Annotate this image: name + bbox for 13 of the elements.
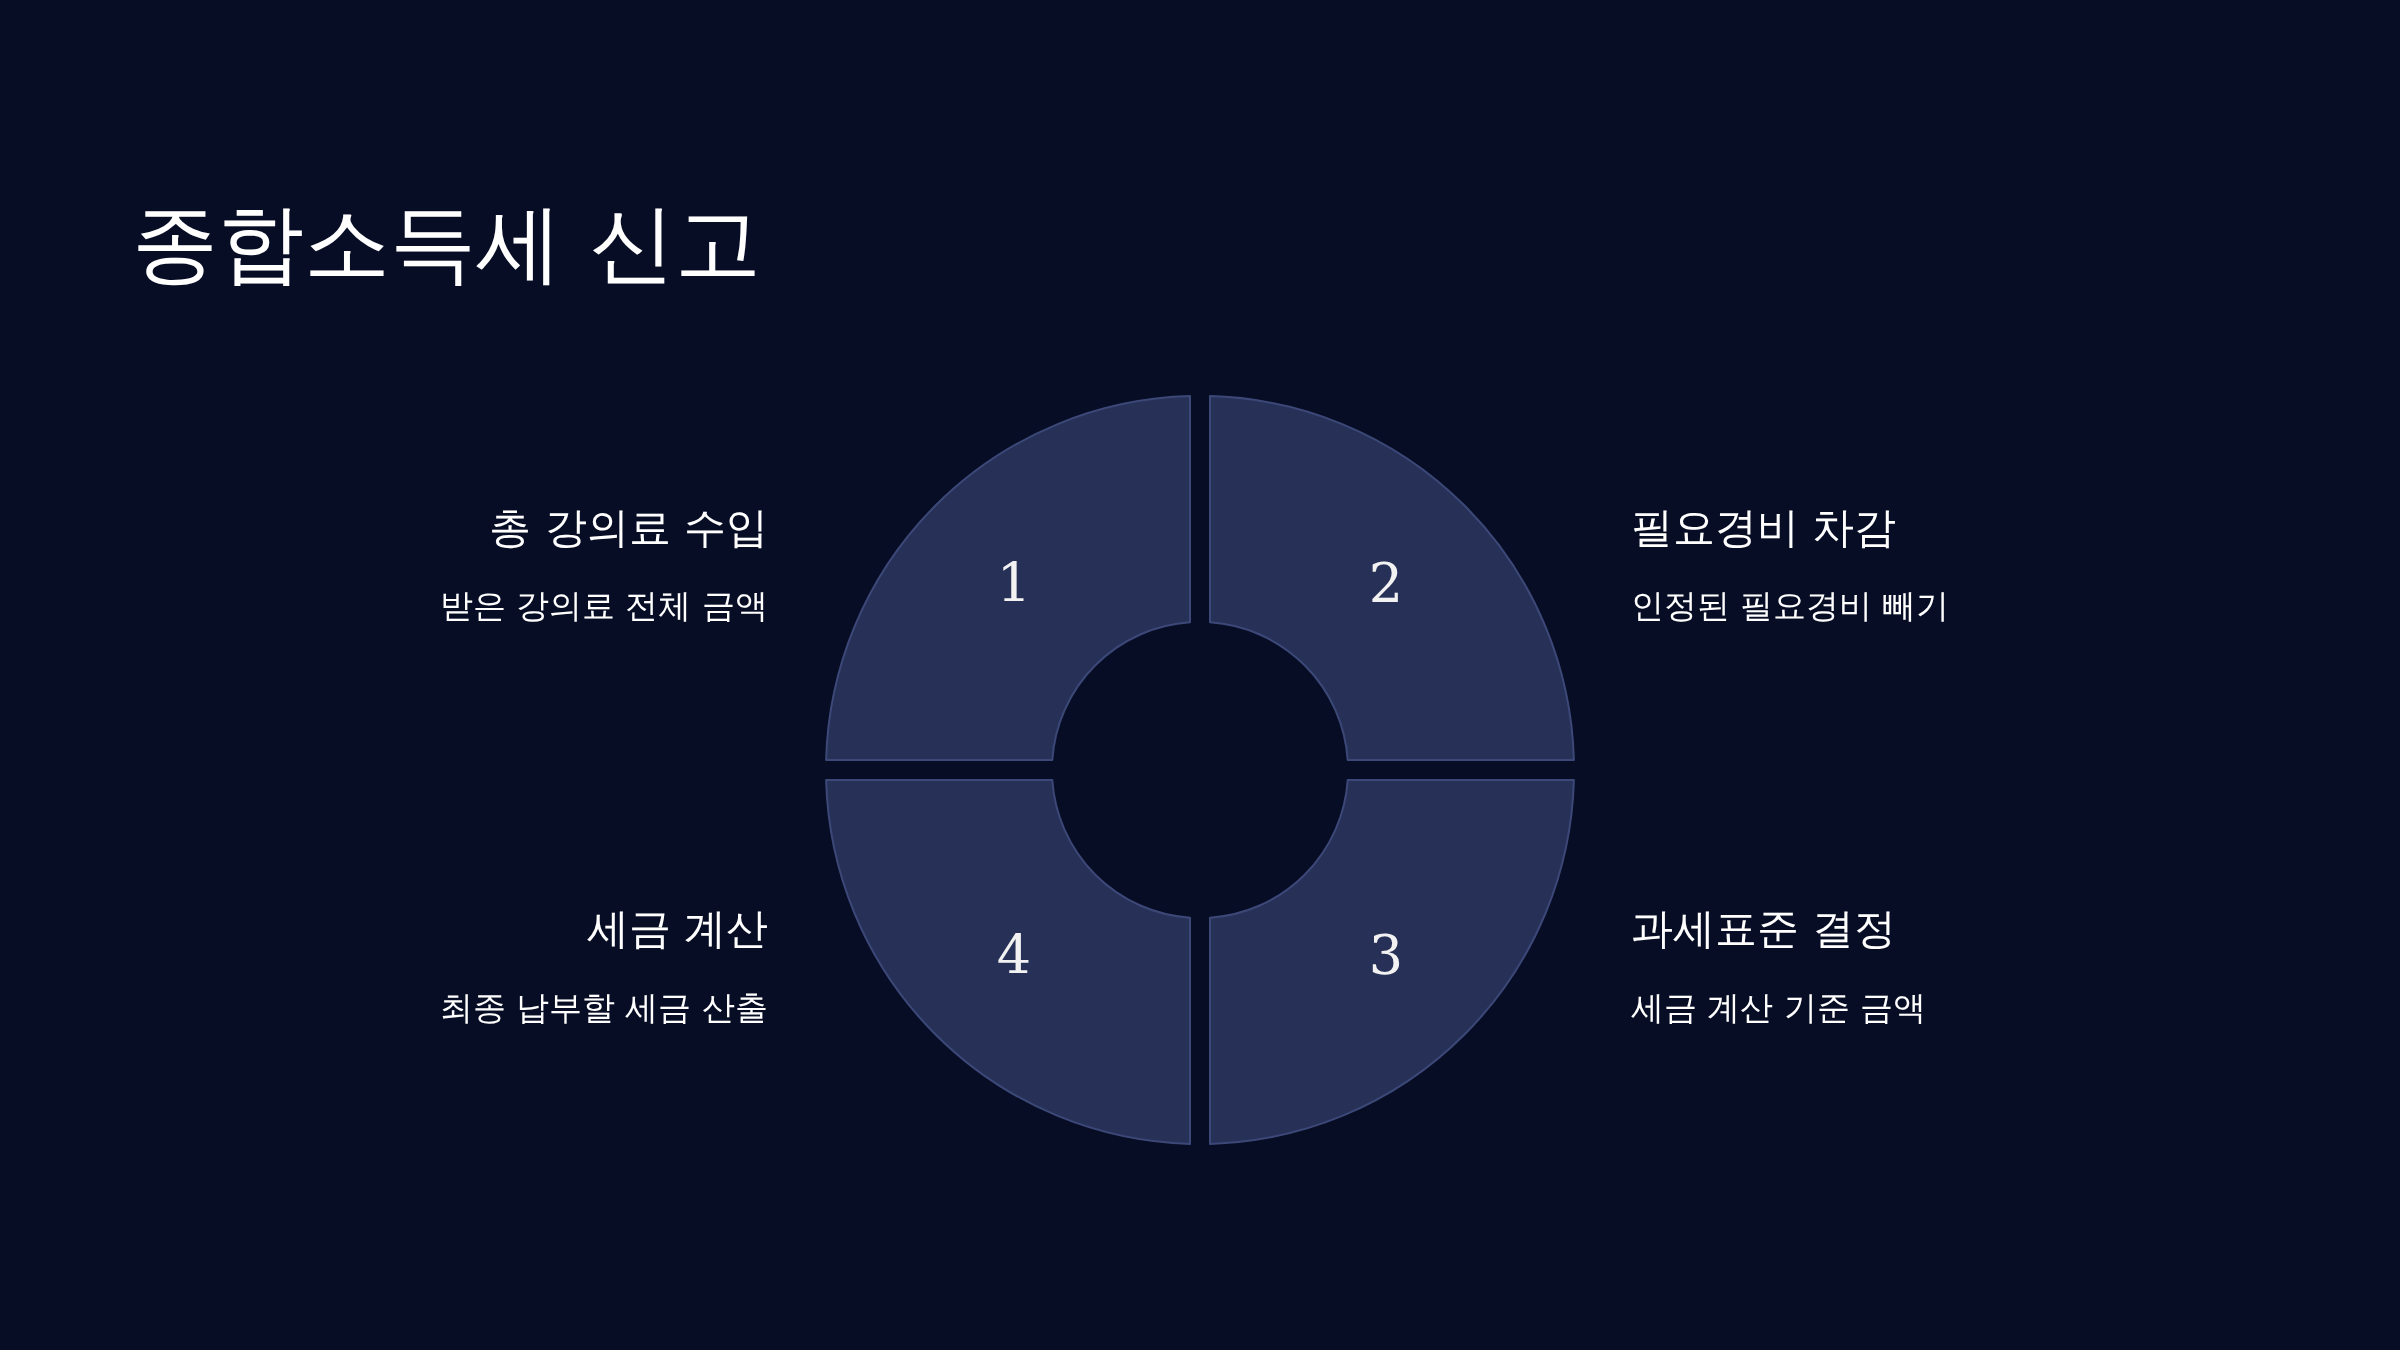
step-description: 세금 계산 기준 금액 [1631, 990, 1927, 1024]
step-number: 3 [1368, 929, 1404, 983]
step-number: 1 [996, 557, 1032, 611]
step-description: 인정된 필요경비 빼기 [1631, 588, 1949, 622]
step-description: 최종 납부할 세금 산출 [439, 990, 768, 1024]
step-heading: 과세표준 결정 [1631, 908, 1897, 950]
step-heading: 총 강의료 수입 [489, 507, 768, 549]
step-heading: 세금 계산 [586, 908, 768, 950]
step-number: 2 [1368, 557, 1404, 611]
step-heading: 필요경비 차감 [1631, 507, 1897, 549]
step-description: 받은 강의료 전체 금액 [439, 588, 768, 622]
title: 종합소득세 신고 [132, 200, 762, 286]
step-number: 4 [996, 929, 1032, 983]
